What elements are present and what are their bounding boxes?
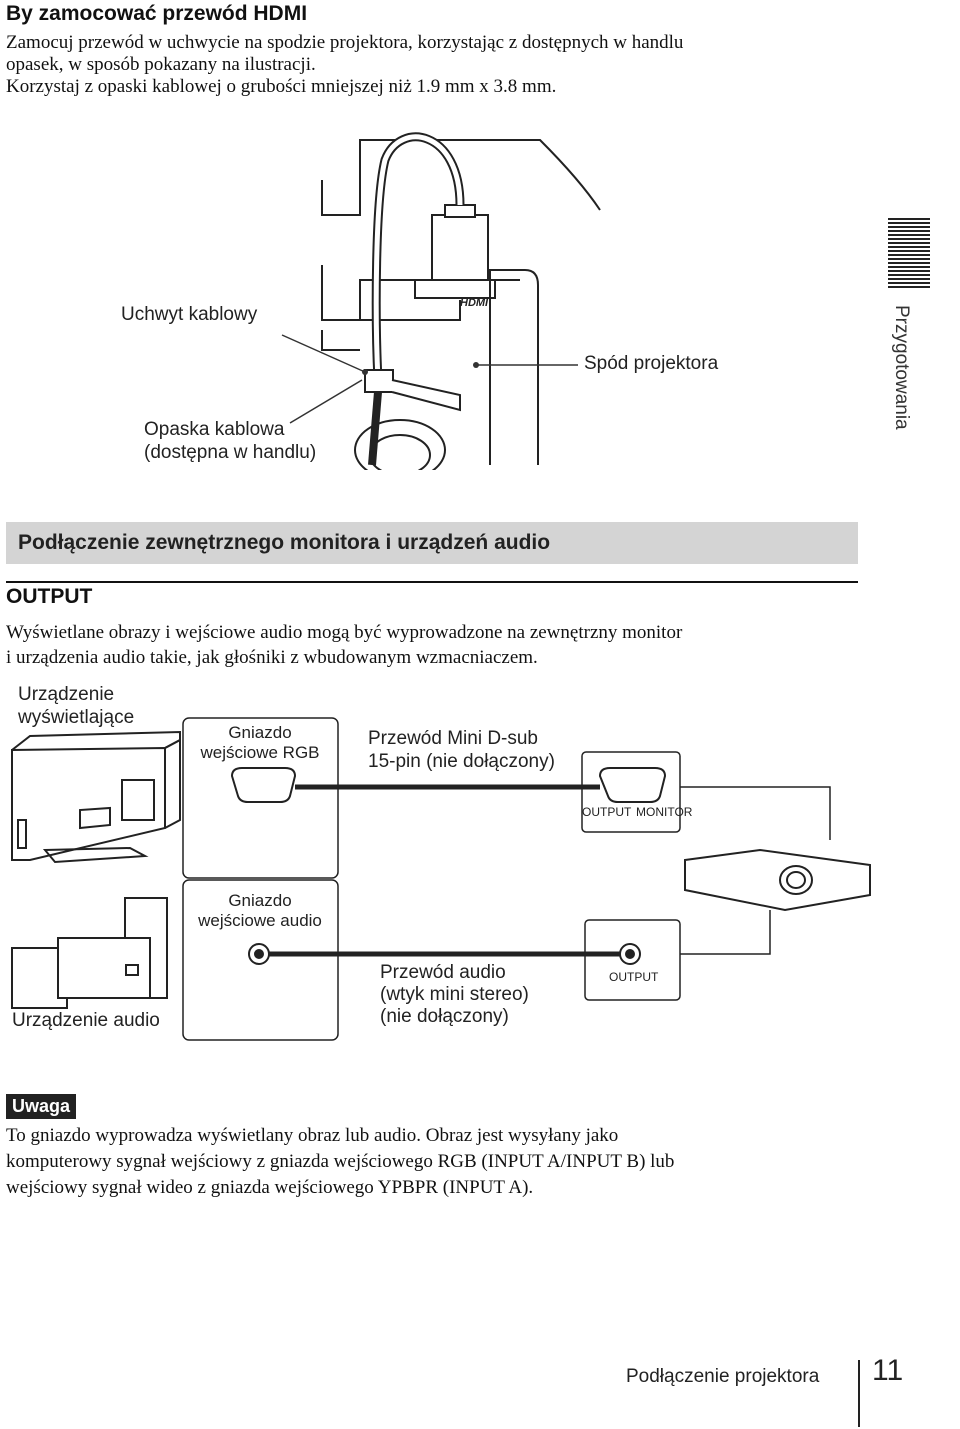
intro-line-3: Korzystaj z opaski kablowej o grubości m…: [6, 76, 557, 97]
output-line-1: Wyświetlane obrazy i wejściowe audio mog…: [6, 622, 683, 643]
intro-line-1: Zamocuj przewód w uchwycie na spodzie pr…: [6, 32, 684, 53]
hdmi-logo: HDMI: [460, 297, 489, 309]
intro-paragraph: Zamocuj przewód w uchwycie na spodzie pr…: [6, 32, 826, 98]
sidebar-label: Przygotowania: [891, 305, 912, 430]
audio-cable-line-1: Przewód audio: [380, 962, 506, 983]
cable-tie-label-line-1: Opaska kablowa: [144, 419, 285, 440]
audio-cable-line-2: (wtyk mini stereo): [380, 984, 529, 1005]
audio-cable-label: Przewód audio (wtyk mini stereo) (nie do…: [380, 962, 529, 1028]
page-heading: By zamocować przewód HDMI: [6, 2, 308, 25]
rgb-input-label: Gniazdo wejściowe RGB: [186, 723, 334, 763]
note-line-1: To gniazdo wyprowadza wyświetlany obraz …: [6, 1125, 619, 1146]
audio-input-line-1: Gniazdo: [228, 891, 292, 910]
output-heading: OUTPUT: [6, 585, 93, 608]
note-paragraph: To gniazdo wyprowadza wyświetlany obraz …: [6, 1123, 866, 1201]
audio-cable-line-3: (nie dołączony): [380, 1006, 509, 1027]
note-line-2: komputerowy sygnał wejściowy z gniazda w…: [6, 1151, 675, 1172]
audio-device-label: Urządzenie audio: [12, 1010, 160, 1031]
connection-diagram: OUTPUT MONITOR OUTPUT: [11, 717, 871, 1041]
footer-section-title: Podłączenie projektora: [626, 1366, 820, 1387]
hdmi-cable-illustration: HDMI: [281, 132, 601, 470]
display-device-label: Urządzenie wyświetlające: [18, 683, 134, 729]
section-title: Podłączenie zewnętrznego monitora i urzą…: [18, 531, 551, 554]
audio-output-port-label: OUTPUT: [609, 970, 659, 984]
page-number: 11: [872, 1354, 904, 1387]
cable-tie-label: Opaska kablowa (dostępna w handlu): [144, 418, 316, 464]
cable-holder-label: Uchwyt kablowy: [121, 304, 258, 325]
output-line-2: i urządzenia audio takie, jak głośniki z…: [6, 647, 538, 668]
audio-input-line-2: wejściowe audio: [198, 911, 322, 930]
section-header: Podłączenie zewnętrznego monitora i urzą…: [6, 522, 858, 564]
port-monitor-label: MONITOR: [636, 805, 693, 819]
output-paragraph: Wyświetlane obrazy i wejściowe audio mog…: [6, 620, 856, 670]
divider: [6, 581, 858, 583]
intro-line-2: opasek, w sposób pokazany na ilustracji.: [6, 54, 316, 75]
rgb-input-line-1: Gniazdo: [228, 723, 292, 742]
vga-cable-line-2: 15-pin (nie dołączony): [368, 751, 555, 772]
rgb-input-line-2: wejściowe RGB: [200, 743, 320, 762]
projector-underside-label: Spód projektora: [584, 353, 719, 374]
sidebar-tab-marker: [888, 218, 930, 290]
display-device-line-2: wyświetlające: [18, 707, 135, 728]
port-output-label: OUTPUT: [582, 805, 632, 819]
display-device-line-1: Urządzenie: [18, 684, 115, 705]
vga-cable-line-1: Przewód Mini D-sub: [368, 728, 538, 749]
vga-cable-label: Przewód Mini D-sub 15-pin (nie dołączony…: [368, 727, 555, 773]
cable-tie-label-line-2: (dostępna w handlu): [144, 442, 317, 463]
footer-divider: [858, 1360, 860, 1427]
note-line-3: wejściowy sygnał wideo z gniazda wejścio…: [6, 1177, 534, 1198]
audio-input-label: Gniazdo wejściowe audio: [186, 891, 334, 931]
note-badge: Uwaga: [6, 1094, 77, 1119]
